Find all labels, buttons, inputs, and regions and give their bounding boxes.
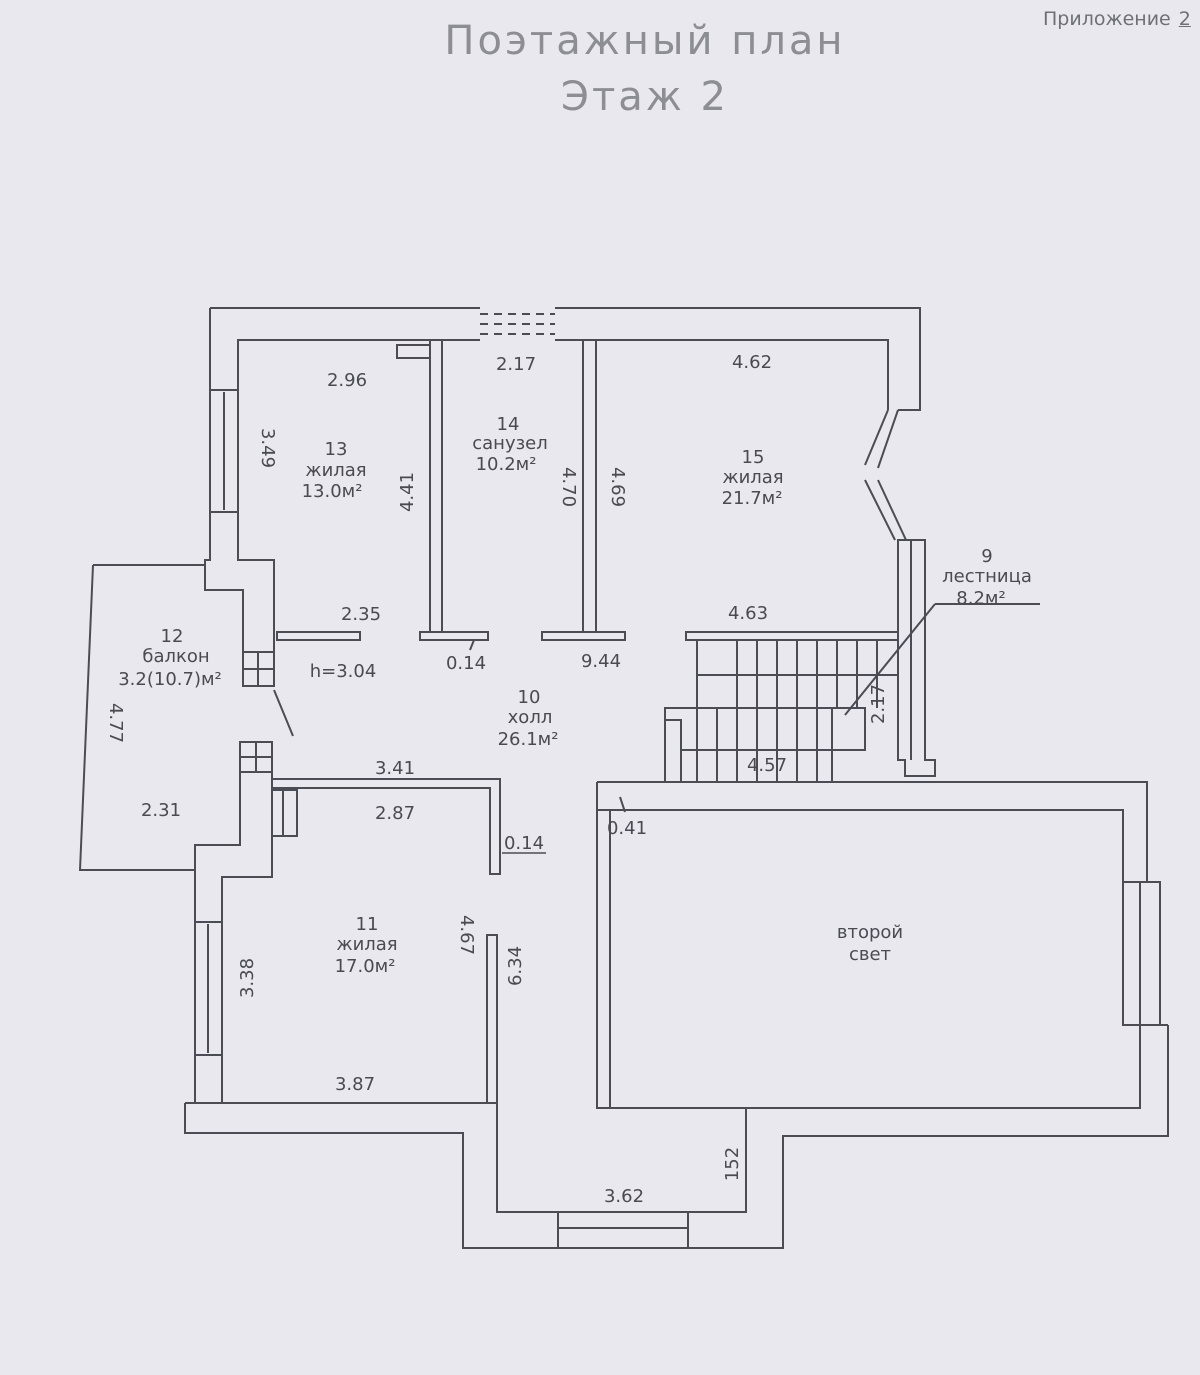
dim-634: 6.34 bbox=[505, 946, 526, 986]
room11-area: 17.0м² bbox=[335, 956, 396, 977]
wall-15-bottom bbox=[685, 631, 899, 641]
dim-235: 2.35 bbox=[341, 604, 381, 625]
dim-014-b: 0.14 bbox=[504, 833, 544, 854]
wall-11-right bbox=[486, 934, 498, 1104]
floor-subtitle: Этаж 2 bbox=[561, 74, 729, 120]
wall-11-top bbox=[272, 778, 501, 875]
dim-231: 2.31 bbox=[141, 800, 181, 821]
room10-area: 26.1м² bbox=[498, 729, 559, 750]
wall-void-left bbox=[596, 810, 611, 1109]
void-label-line1: второй bbox=[837, 922, 903, 943]
dim-h304: h=3.04 bbox=[310, 661, 377, 682]
wall-stair-right bbox=[897, 539, 936, 777]
door-top bbox=[480, 313, 555, 335]
room15-name: жилая bbox=[722, 467, 783, 488]
room10-num: 10 bbox=[518, 687, 541, 708]
window-void-right bbox=[1122, 881, 1161, 1026]
wall-void-top bbox=[596, 781, 1148, 883]
dim-944: 9.44 bbox=[581, 651, 621, 672]
room14-num: 14 bbox=[497, 414, 520, 435]
dim-287: 2.87 bbox=[375, 803, 415, 824]
dim-469: 4.69 bbox=[607, 467, 628, 507]
dim-470: 4.70 bbox=[558, 467, 579, 507]
room11-num: 11 bbox=[356, 914, 379, 935]
wall-13-bottom bbox=[276, 631, 361, 641]
room10-name: холл bbox=[508, 707, 553, 728]
dim-362: 3.62 bbox=[604, 1186, 644, 1207]
room9-area: 8.2м² bbox=[956, 588, 1005, 609]
wall-top-right bbox=[555, 307, 921, 411]
dim-217-side: 2.17 bbox=[868, 684, 889, 724]
wall-14-15 bbox=[541, 340, 626, 641]
balcony-outline bbox=[78, 564, 205, 871]
room13-name: жилая bbox=[305, 460, 366, 481]
plan-title: Поэтажный план bbox=[444, 18, 846, 64]
wall-step-left bbox=[204, 512, 275, 653]
dim-041: 0.41 bbox=[607, 818, 647, 839]
appendix-text: Приложение bbox=[1043, 8, 1171, 30]
room9-name: лестница bbox=[942, 566, 1032, 587]
closet-11 bbox=[272, 789, 298, 837]
dim-296: 2.96 bbox=[327, 370, 367, 391]
dim-467: 4.67 bbox=[456, 915, 477, 955]
vent-shaft bbox=[396, 344, 431, 359]
void-label-line2: свет bbox=[849, 944, 891, 965]
room15-area: 21.7м² bbox=[722, 488, 783, 509]
dim-477: 4.77 bbox=[105, 703, 126, 743]
room12-name: балкон bbox=[142, 646, 209, 667]
room13-area: 13.0м² bbox=[302, 481, 363, 502]
wall-room11-left bbox=[194, 772, 273, 923]
dim-441: 4.41 bbox=[397, 472, 418, 512]
dim-014-a: 0.14 bbox=[446, 653, 486, 674]
appendix-number: 2 bbox=[1178, 8, 1191, 30]
room11-name: жилая bbox=[336, 934, 397, 955]
dim-338: 3.38 bbox=[237, 958, 258, 998]
dim-349: 3.49 bbox=[257, 428, 278, 468]
dim-463: 4.63 bbox=[728, 603, 768, 624]
stair-arrow bbox=[844, 603, 1040, 716]
room15-num: 15 bbox=[742, 447, 765, 468]
dim-341: 3.41 bbox=[375, 758, 415, 779]
room12-num: 12 bbox=[161, 626, 184, 647]
dim-387: 3.87 bbox=[335, 1074, 375, 1095]
room14-name: санузел bbox=[472, 433, 548, 454]
wall-room13-left bbox=[209, 390, 239, 513]
wall-top-left bbox=[209, 307, 480, 391]
room14-area: 10.2м² bbox=[476, 454, 537, 475]
appendix-label: Приложение 2 bbox=[1043, 8, 1191, 30]
dim-462: 4.62 bbox=[732, 352, 772, 373]
room12-area: 3.2(10.7)м² bbox=[118, 669, 222, 690]
wall-room11-bottom bbox=[184, 1055, 558, 1249]
wall-room11-jamb bbox=[239, 741, 273, 773]
dim-217-top: 2.17 bbox=[496, 354, 536, 375]
dim-152: 152 bbox=[722, 1147, 743, 1181]
wall-bay-right-lower bbox=[864, 479, 907, 541]
room9-num: 9 bbox=[981, 546, 992, 567]
wall-door-jamb-top bbox=[242, 652, 275, 687]
balcony-door-swing bbox=[273, 689, 294, 737]
wall-13-14 bbox=[419, 340, 489, 641]
wall-bay-right bbox=[864, 409, 899, 469]
room13-num: 13 bbox=[325, 439, 348, 460]
dim-457: 4.57 bbox=[747, 755, 787, 776]
